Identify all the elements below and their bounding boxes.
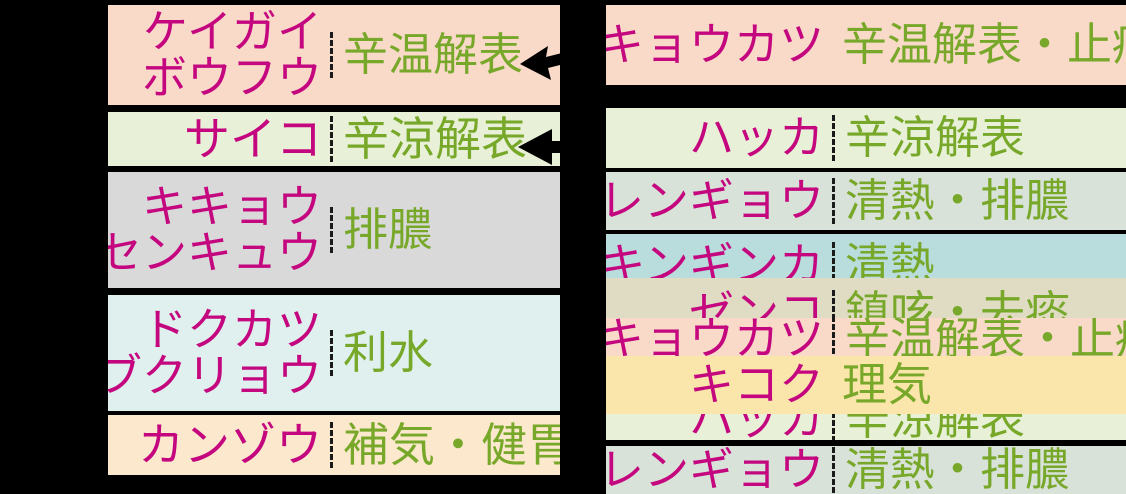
table-row-keigai-bofu: ケイガイボウフウ辛温解表 (108, 5, 560, 105)
table-row-rengyou-1: レンギョウ清熱・排膿 (606, 172, 1126, 230)
table-row-kyoukatsu: キョウカツ辛温解表・止痛 (606, 5, 1126, 85)
herb-name-line: キキョウ (141, 180, 322, 234)
herb-effect-line: 辛温解表 (343, 28, 524, 82)
herb-name-line: キョウカツ (606, 318, 824, 360)
herb-effect-cell-kyoukatsu-2: 辛温解表・止痛 (832, 318, 1126, 360)
table-row-dokukatsu-bukuryou: ドクカツブクリョウ利水 (108, 295, 560, 411)
herb-name-line: レンギョウ (606, 446, 824, 494)
herb-effect-line: 辛温解表・止痛 (845, 318, 1126, 360)
herb-effect-line: 辛涼解表 (845, 111, 1026, 165)
herb-name-cell-kyoukatsu: キョウカツ (606, 22, 832, 68)
herb-name-line: ブクリョウ (108, 349, 322, 402)
herb-name-cell-kanzou: カンゾウ (108, 417, 330, 472)
prescription-herb-table-right: キョウカツ辛温解表・止痛ハッカ辛涼解表レンギョウ清熱・排膿キンギンカ清熱ゼンコ鎮… (606, 0, 1126, 494)
screenshot-stage: ケイガイボウフウ辛温解表サイコ辛涼解表キキョウセンキュウ排膿ドクカツブクリョウ利… (108, 0, 1126, 494)
herb-name-line: ドクカツ (141, 303, 322, 357)
herb-name-cell-rengyou-1: レンギョウ (606, 178, 832, 224)
herb-effect-cell-kanzou: 補気・健胃 (330, 417, 560, 472)
herb-effect-line: 利水 (343, 326, 434, 380)
herb-name-cell-kikyou-senkyuu: キキョウセンキュウ (108, 184, 330, 276)
herb-effect-line: 辛涼解表 (343, 112, 527, 166)
herb-name-line: サイコ (184, 112, 322, 166)
herb-effect-cell-kyoukatsu: 辛温解表・止痛 (832, 22, 1126, 68)
herb-name-line: カンゾウ (138, 417, 322, 472)
table-row-hakka-1: ハッカ辛涼解表 (606, 108, 1126, 168)
herb-effect-line: 理気 (842, 358, 933, 412)
table-row-kikyou-senkyuu: キキョウセンキュウ排膿 (108, 172, 560, 288)
herb-effect-cell-dokukatsu-bukuryou: 利水 (330, 330, 560, 376)
table-row-kikoku: キコク理気 (606, 356, 1126, 414)
herb-effect-cell-kikoku: 理気 (832, 362, 1126, 408)
prescription-herb-table-left: ケイガイボウフウ辛温解表サイコ辛涼解表キキョウセンキュウ排膿ドクカツブクリョウ利… (108, 0, 560, 475)
herb-name-line: ハッカ (688, 111, 824, 165)
herb-name-cell-rengyou-2: レンギョウ (606, 447, 832, 493)
herb-name-line: キョウカツ (606, 18, 824, 72)
table-row-saiko: サイコ辛涼解表 (108, 112, 560, 166)
herb-name-cell-kikoku: キコク (606, 362, 832, 408)
table-row-kanzou: カンゾウ補気・健胃 (108, 415, 560, 475)
herb-effect-line: 清熱・排膿 (845, 446, 1071, 494)
herb-effect-cell-kikyou-senkyuu: 排膿 (330, 207, 560, 253)
herb-effect-cell-keigai-bofu: 辛温解表 (330, 32, 560, 78)
herb-name-line: キコク (688, 358, 824, 412)
herb-name-cell-dokukatsu-bukuryou: ドクカツブクリョウ (108, 307, 330, 399)
herb-name-line: ボウフウ (141, 51, 322, 104)
herb-name-line: センキュウ (108, 226, 322, 279)
herb-effect-line: 清熱・排膿 (845, 174, 1071, 228)
herb-effect-cell-hakka-1: 辛涼解表 (832, 115, 1126, 161)
herb-name-cell-kyoukatsu-2: キョウカツ (606, 318, 832, 360)
table-row-rengyou-2: レンギョウ清熱・排膿 (606, 446, 1126, 494)
herb-effect-cell-rengyou-1: 清熱・排膿 (832, 178, 1126, 224)
herb-name-cell-keigai-bofu: ケイガイボウフウ (108, 9, 330, 101)
herb-effect-line: 排膿 (343, 203, 434, 257)
herb-name-cell-hakka-1: ハッカ (606, 115, 832, 161)
herb-effect-line: 補気・健胃 (343, 417, 560, 472)
herb-name-line: レンギョウ (606, 174, 824, 228)
herb-effect-cell-saiko: 辛涼解表 (330, 112, 560, 166)
herb-name-cell-saiko: サイコ (108, 112, 330, 166)
herb-effect-cell-rengyou-2: 清熱・排膿 (832, 447, 1126, 493)
herb-effect-line: 辛温解表・止痛 (842, 18, 1126, 72)
herb-name-line: ケイガイ (142, 5, 322, 59)
